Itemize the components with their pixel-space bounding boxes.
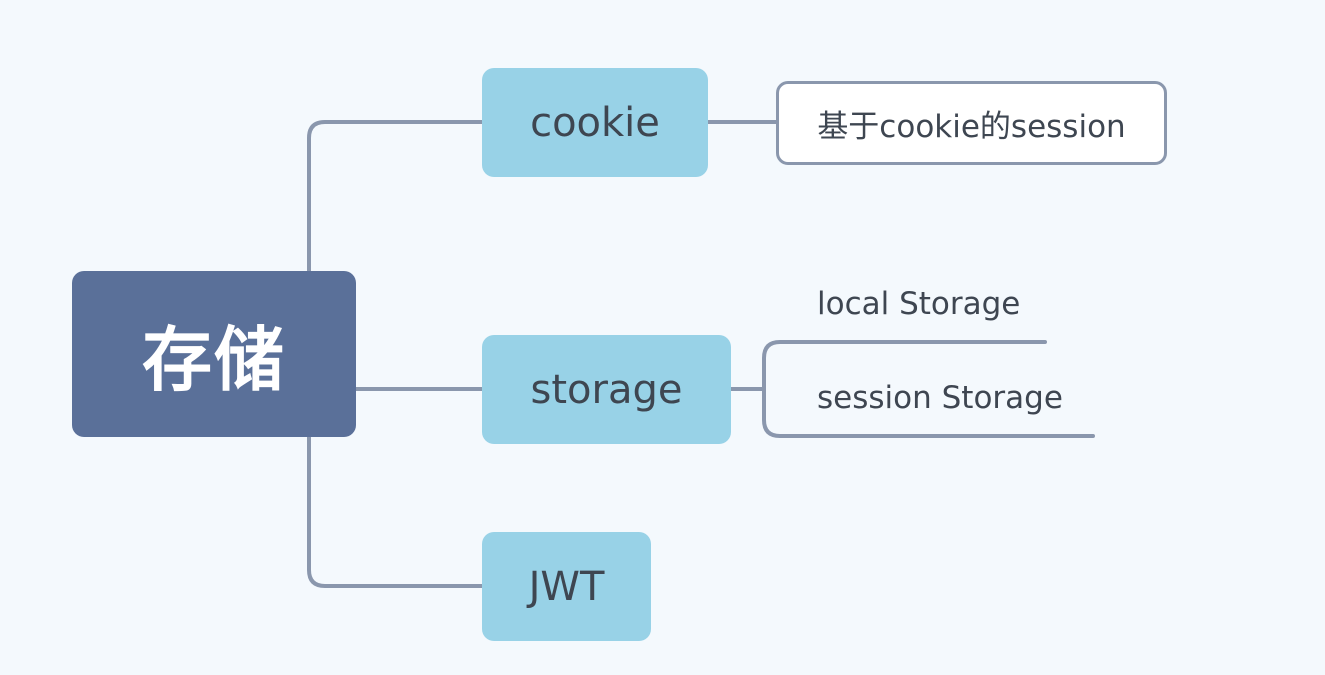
root-node-storage[interactable]: 存储 [72, 271, 356, 437]
leaf-node-label: local Storage [817, 286, 1021, 322]
leaf-node-label: 基于cookie的session [817, 108, 1126, 145]
leaf-node-local-storage[interactable]: local Storage [817, 282, 1020, 326]
connector-storage-local [762, 340, 1047, 391]
branch-node-label: cookie [530, 99, 660, 146]
branch-node-cookie[interactable]: cookie [482, 68, 708, 177]
connector-root-cookie [307, 120, 484, 273]
root-node-label: 存储 [142, 318, 286, 401]
leaf-node-label: session Storage [817, 380, 1063, 416]
branch-node-label: storage [530, 366, 683, 413]
connector-storage-session [762, 387, 1095, 438]
branch-node-storage[interactable]: storage [482, 335, 731, 444]
leaf-node-cookie-session[interactable]: 基于cookie的session [776, 81, 1167, 165]
branch-node-label: JWT [528, 563, 605, 610]
branch-node-jwt[interactable]: JWT [482, 532, 651, 641]
connector-root-jwt [307, 435, 484, 588]
leaf-node-session-storage[interactable]: session Storage [817, 376, 1063, 420]
